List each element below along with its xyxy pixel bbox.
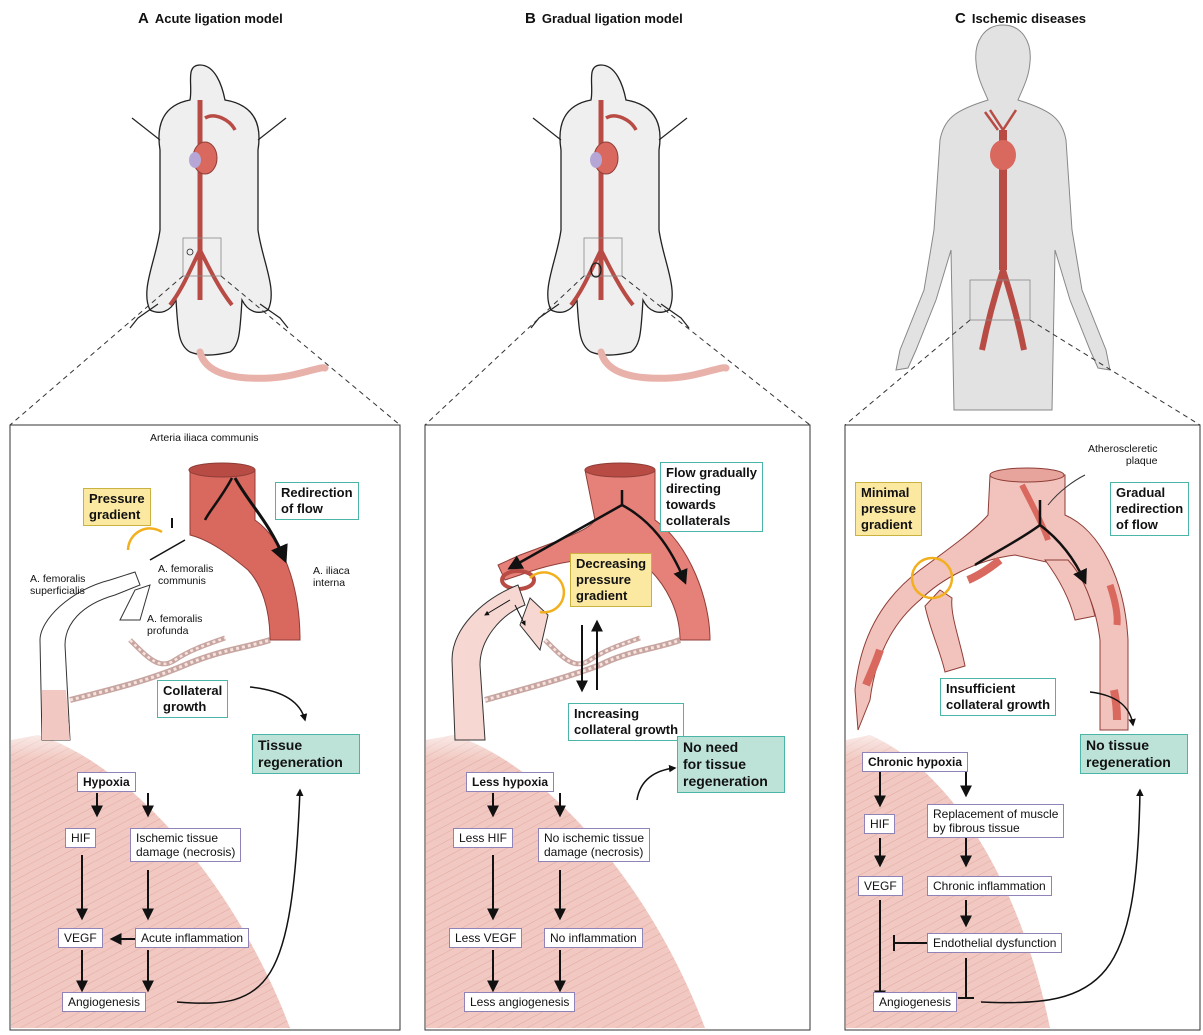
label-line: A. femoralis (30, 573, 85, 585)
panel-letter-b: B (525, 10, 536, 27)
panel-title-text-a: Acute ligation model (155, 11, 283, 26)
box-line: Flow gradually (666, 465, 757, 481)
box-line: collateral growth (574, 722, 678, 738)
panel-letter-a: A (138, 10, 149, 27)
b-less-hypoxia: Less hypoxia (466, 772, 554, 792)
panel-title-b: B Gradual ligation model (525, 10, 683, 27)
label-line: Atheroscleretic (1088, 443, 1157, 455)
box-line: redirection (1116, 501, 1183, 517)
box-line: damage (necrosis) (136, 845, 235, 859)
panel-title-text-c: Ischemic diseases (972, 11, 1086, 26)
box-line: towards (666, 497, 757, 513)
box-line: of flow (1116, 517, 1183, 533)
a-acute-inflammation: Acute inflammation (135, 928, 249, 948)
box-line: Replacement of muscle (933, 807, 1058, 821)
rat-illustration-b (531, 65, 726, 378)
box-line: Increasing (574, 706, 678, 722)
box-line: No tissue (1086, 737, 1182, 754)
a-vegf: VEGF (58, 928, 103, 948)
panel-title-c: C Ischemic diseases (955, 10, 1086, 27)
box-line: Gradual (1116, 485, 1183, 501)
c-angiogenesis: Angiogenesis (873, 992, 957, 1012)
label-line: A. femoralis (147, 613, 202, 625)
box-line: collaterals (666, 513, 757, 529)
label-iliaca-communis: Arteria iliaca communis (150, 432, 259, 444)
c-vegf: VEGF (858, 876, 903, 896)
label-line: A. femoralis (158, 563, 213, 575)
a-hypoxia: Hypoxia (77, 772, 136, 792)
box-line: regeneration (683, 773, 779, 790)
label-line: communis (158, 575, 213, 587)
panel-title-a: A Acute ligation model (138, 10, 283, 27)
box-line: collateral growth (946, 697, 1050, 713)
box-line: Insufficient (946, 681, 1050, 697)
box-line: by fibrous tissue (933, 821, 1058, 835)
label-line: plaque (1088, 455, 1157, 467)
box-line: No need (683, 739, 779, 756)
c-hif: HIF (864, 814, 895, 834)
b-less-hif: Less HIF (453, 828, 513, 848)
c-chronic-inflammation: Chronic inflammation (927, 876, 1052, 896)
human-illustration-c (896, 25, 1110, 410)
box-line: Decreasing (576, 556, 646, 572)
box-line: pressure (861, 501, 916, 517)
b-less-vegf: Less VEGF (449, 928, 522, 948)
box-line: Ischemic tissue (136, 831, 235, 845)
box-line: pressure (576, 572, 646, 588)
box-line: Minimal (861, 485, 916, 501)
box-line: of flow (281, 501, 353, 517)
panel-title-text-b: Gradual ligation model (542, 11, 683, 26)
b-less-angiogenesis: Less angiogenesis (464, 992, 575, 1012)
b-no-inflammation: No inflammation (544, 928, 643, 948)
box-line: Pressure (89, 491, 145, 507)
box-line: regeneration (258, 754, 354, 771)
panel-letter-c: C (955, 10, 966, 27)
box-line: gradient (576, 588, 646, 604)
box-line: Redirection (281, 485, 353, 501)
box-line: No ischemic tissue (544, 831, 644, 845)
label-line: superficialis (30, 585, 85, 597)
box-line: Collateral (163, 683, 222, 699)
label-line: profunda (147, 625, 202, 637)
label-line: A. iliaca (313, 565, 350, 577)
box-line: directing (666, 481, 757, 497)
c-endothelial-dysfunction: Endothelial dysfunction (927, 933, 1062, 953)
a-angiogenesis: Angiogenesis (62, 992, 146, 1012)
box-line: damage (necrosis) (544, 845, 644, 859)
box-line: gradient (89, 507, 145, 523)
box-line: regeneration (1086, 754, 1182, 771)
a-hif: HIF (65, 828, 96, 848)
box-line: growth (163, 699, 222, 715)
box-line: Tissue (258, 737, 354, 754)
box-line: gradient (861, 517, 916, 533)
rat-illustration-a (130, 65, 325, 378)
box-line: for tissue (683, 756, 779, 773)
label-line: interna (313, 577, 350, 589)
c-chronic-hypoxia: Chronic hypoxia (862, 752, 968, 772)
